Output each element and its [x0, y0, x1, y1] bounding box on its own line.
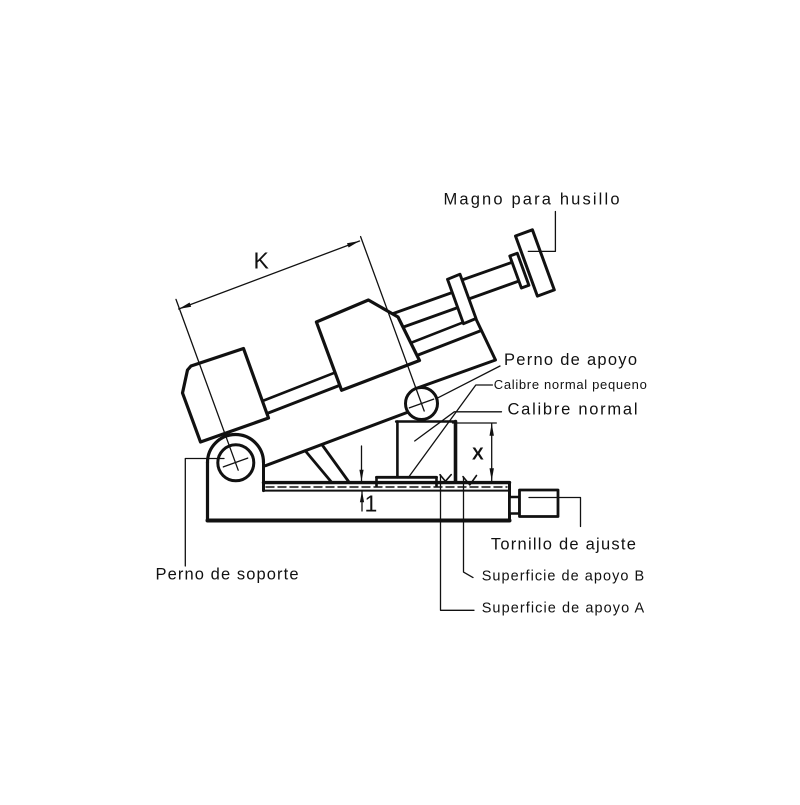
svg-text:Tornillo de ajuste: Tornillo de ajuste: [491, 536, 636, 554]
svg-text:Superficie de apoyo A: Superficie de apoyo A: [482, 600, 645, 616]
svg-text:X: X: [472, 444, 484, 464]
svg-text:Calibre normal: Calibre normal: [508, 401, 638, 419]
svg-text:1: 1: [365, 491, 378, 517]
svg-text:Perno de soporte: Perno de soporte: [156, 566, 299, 584]
svg-text:Magno para husillo: Magno para husillo: [444, 191, 620, 209]
svg-text:Perno de apoyo: Perno de apoyo: [504, 351, 637, 369]
svg-text:Superficie de apoyo B: Superficie de apoyo B: [482, 568, 645, 584]
svg-text:K: K: [254, 248, 270, 274]
svg-text:Calibre normal pequeno: Calibre normal pequeno: [494, 377, 647, 392]
